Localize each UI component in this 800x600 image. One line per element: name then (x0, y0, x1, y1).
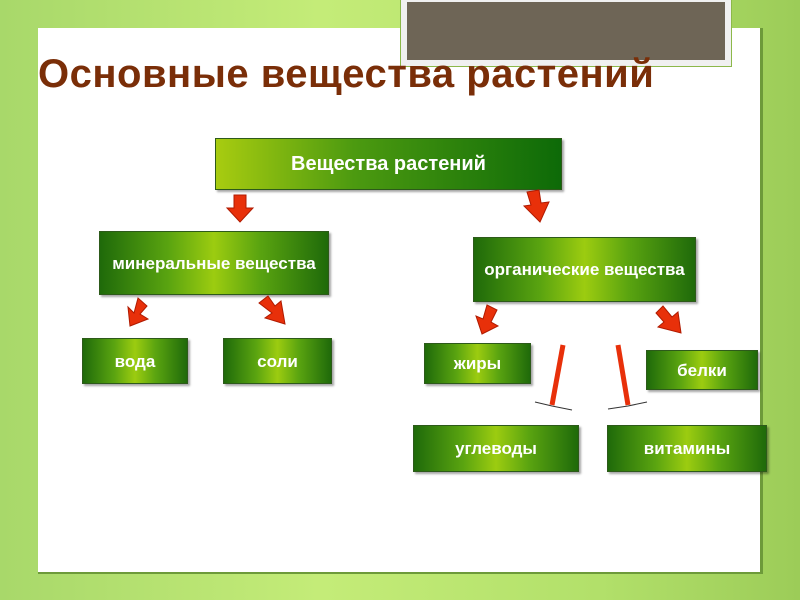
arrow-mineral-to-salts (258, 295, 286, 325)
arrow-root-to-organic (522, 189, 550, 223)
node-root: Вещества растений (215, 138, 562, 190)
node-salts: соли (223, 338, 332, 384)
slide-title: Основные вещества растений (38, 52, 655, 96)
arrow-organic-to-proteins (655, 305, 682, 334)
node-water: вода (82, 338, 188, 384)
node-organic: органические вещества (473, 237, 696, 302)
node-mineral: минеральные вещества (99, 231, 329, 295)
arrow-organic-to-fats (475, 304, 500, 335)
node-carbs: углеводы (413, 425, 579, 472)
arrow-to-carbs (549, 344, 566, 406)
arrow-root-to-mineral (225, 194, 255, 223)
node-proteins: белки (646, 350, 758, 390)
decorative-header-block (400, 0, 732, 67)
node-vitamins: витамины (607, 425, 767, 472)
node-fats: жиры (424, 343, 531, 384)
arrow-mineral-to-water (127, 297, 150, 327)
arrow-to-vitamins (615, 344, 631, 406)
